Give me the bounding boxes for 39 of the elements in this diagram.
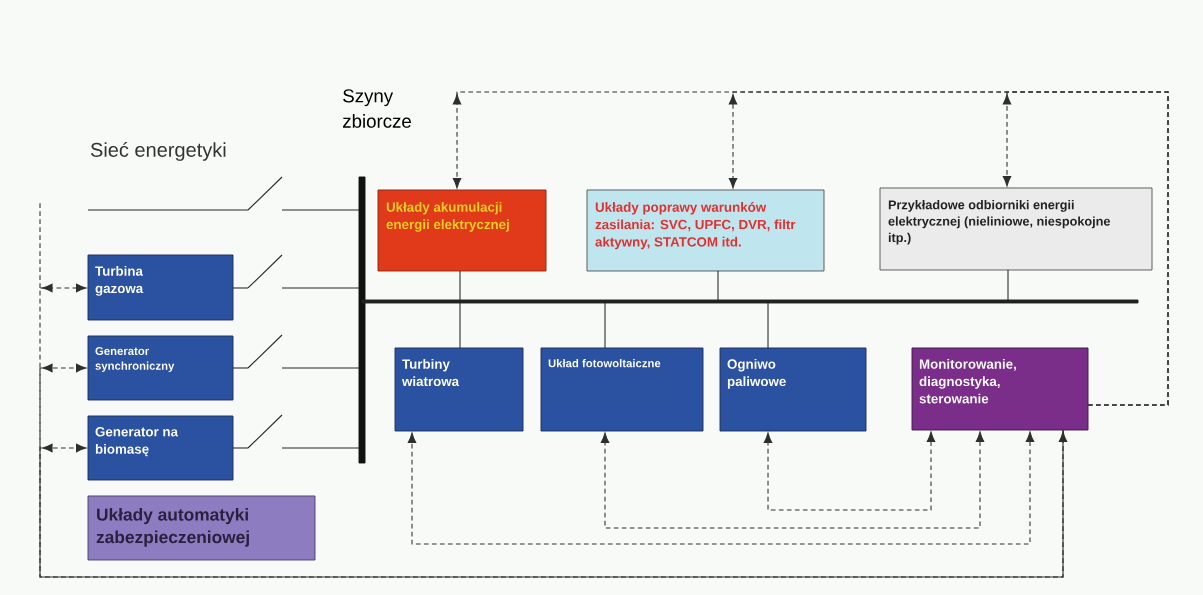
busbar xyxy=(358,176,366,464)
busbar xyxy=(361,299,1139,304)
switch-symbol xyxy=(247,414,283,449)
connection-line xyxy=(281,367,360,369)
switch-symbol xyxy=(247,254,283,289)
connection-line xyxy=(767,302,769,349)
connection-line xyxy=(87,209,249,211)
switch-symbol xyxy=(247,334,283,369)
control-arrow xyxy=(1002,91,1169,406)
connection-line xyxy=(281,287,360,289)
process-box: Monitorowanie, diagnostyka, sterowanie xyxy=(911,347,1089,431)
connection-line xyxy=(459,302,461,349)
connection-line xyxy=(281,209,360,211)
process-box: Układ fotowoltaiczne xyxy=(540,347,704,432)
process-box: Układy automatyki zabezpieczeniowej xyxy=(87,495,316,561)
switch-symbol xyxy=(247,176,283,211)
connection-line xyxy=(459,270,461,301)
control-arrow xyxy=(39,429,1064,578)
control-arrow xyxy=(407,431,1035,545)
connection-line xyxy=(232,367,249,369)
busbar-label: Szyny zbiorcze xyxy=(343,89,411,128)
connection-line xyxy=(1007,269,1009,301)
process-box: Turbiny wiatrowa xyxy=(394,347,524,432)
control-arrow xyxy=(39,283,1068,578)
connection-line xyxy=(604,302,606,349)
connection-line xyxy=(717,270,719,301)
process-box: Generator synchroniczny xyxy=(87,335,234,401)
process-box: Przykładowe odbiorniki energii elektrycznej (nieliniowe, niespokojne itp.) xyxy=(879,187,1153,271)
connection-line xyxy=(281,447,360,449)
process-box: Układy poprawy warunków zasilania: SVC, UPFC, DVR, filtr aktywny, STATCOM itd. xyxy=(586,189,825,272)
process-box: Ogniwo paliwowe xyxy=(719,347,867,432)
process-box: Układy akumulacji energii elektrycznej xyxy=(377,189,547,272)
process-box: Turbina gazowa xyxy=(87,254,234,321)
control-arrow xyxy=(763,431,936,511)
process-box: Generator na biomasę xyxy=(87,415,234,481)
connection-line xyxy=(232,447,249,449)
control-arrow xyxy=(600,431,985,529)
network-label: Sieć energetyki xyxy=(90,142,226,161)
connection-line xyxy=(232,287,249,289)
